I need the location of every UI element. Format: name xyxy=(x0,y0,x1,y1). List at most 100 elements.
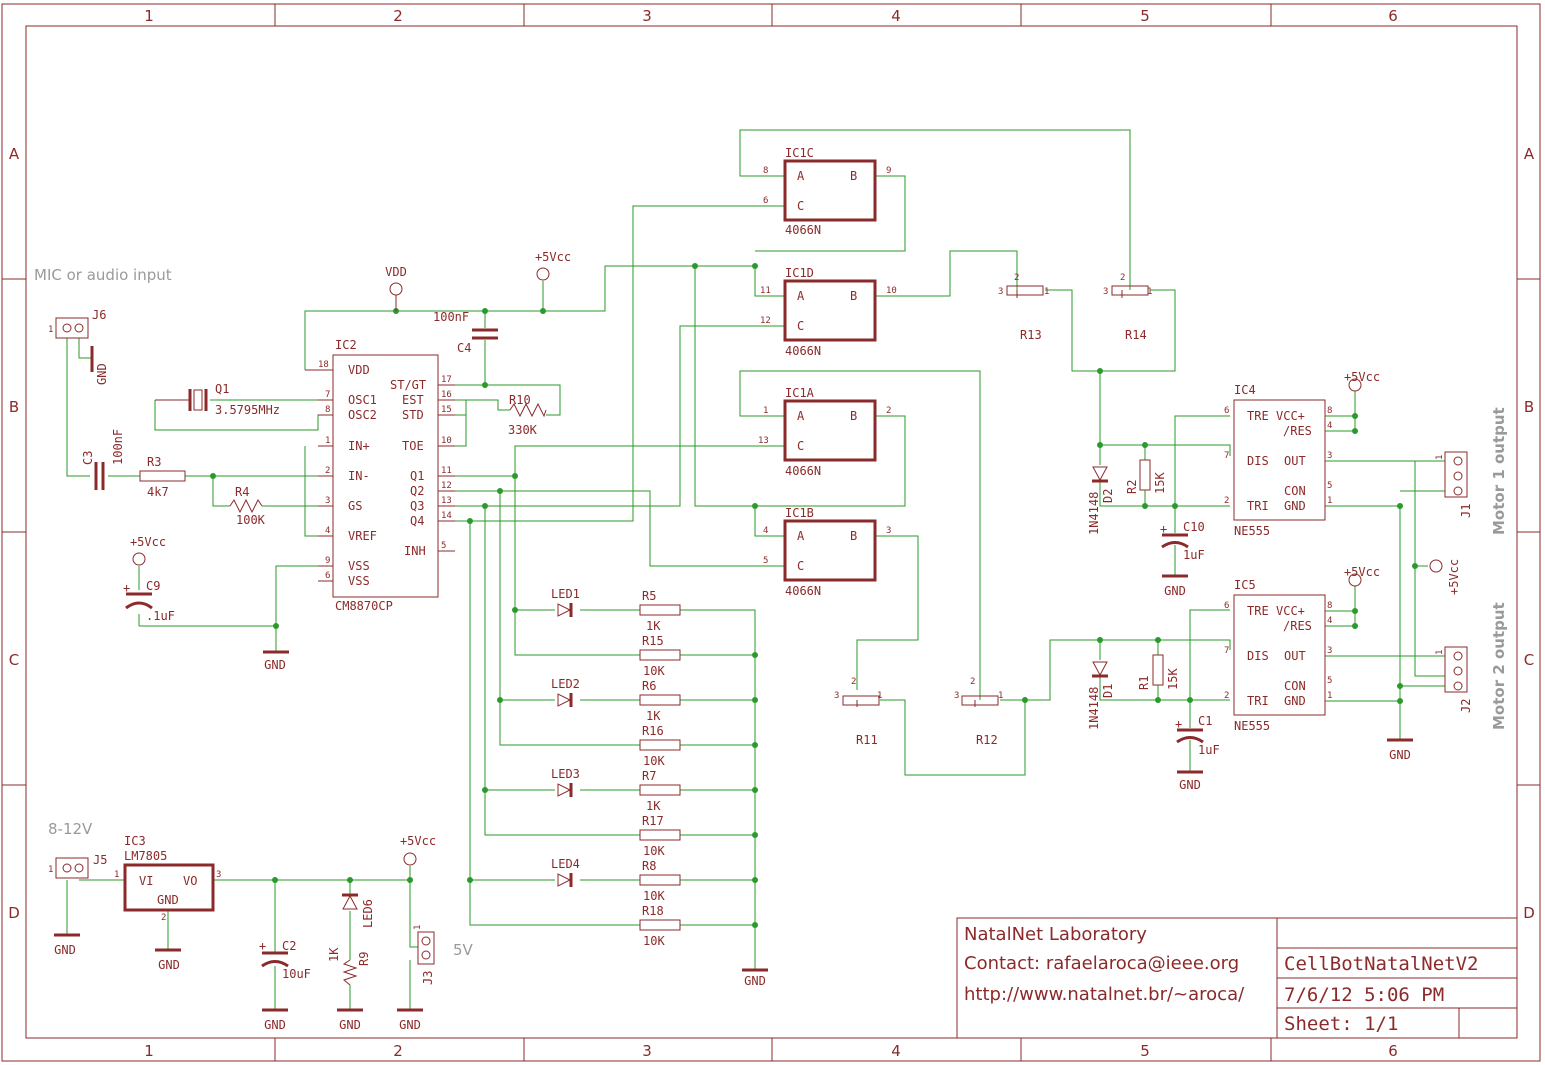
indicator-row-3: LED3 R7 1K R17 10K xyxy=(551,767,681,858)
gnd-symbol: GND xyxy=(337,1008,363,1032)
gnd-symbol: GND xyxy=(90,346,109,385)
r4-label: R4 xyxy=(235,485,249,499)
connector-j6: 1 J6 xyxy=(48,308,106,339)
pin-name: DIS xyxy=(1247,649,1269,663)
pin-number: 5 xyxy=(1327,481,1332,491)
trimmer-r13: 3 1 2 R13 xyxy=(998,273,1049,342)
pin-number: 17 xyxy=(441,375,452,385)
pin-number: 1 xyxy=(413,925,423,930)
pin-number: 8 xyxy=(763,166,768,176)
col-label: 4 xyxy=(891,7,901,25)
resistor-r4: R4 100K xyxy=(229,485,266,527)
pin-name: TRI xyxy=(1247,694,1269,708)
connector-j2: 1 J2 xyxy=(1435,646,1473,713)
pin-name: IN+ xyxy=(348,439,370,453)
row-label: C xyxy=(1524,651,1534,669)
capacitor-c1: + C1 1uF xyxy=(1175,714,1220,757)
gate-pin-name: A xyxy=(797,169,805,183)
pin-number: 3 xyxy=(1327,451,1332,461)
pin-number: 14 xyxy=(441,511,452,521)
gate-pin-name: C xyxy=(797,199,804,213)
pin-number: 9 xyxy=(886,166,891,176)
col-label: 1 xyxy=(144,1042,154,1060)
diode-value: 1N4148 xyxy=(1087,492,1101,535)
j5-label: J5 xyxy=(93,853,107,867)
pin-number: 2 xyxy=(970,677,975,687)
switch-ic1d: IC1D 4066N A B C 11 12 10 xyxy=(760,266,897,358)
plus-sign: + xyxy=(259,939,266,953)
pin-number: 8 xyxy=(325,405,330,415)
pin-number: 4 xyxy=(1327,421,1332,431)
pin-number: 13 xyxy=(441,496,452,506)
gnd-symbol: GND xyxy=(263,650,289,672)
led-label: LED2 xyxy=(551,677,580,691)
trimmer-r14: 3 1 2 R14 xyxy=(1103,273,1152,342)
switch-label: IC1C xyxy=(785,146,814,160)
capacitor-c3: C3 100nF xyxy=(81,429,125,490)
trimmer-label: R13 xyxy=(1020,328,1042,342)
pin-number: 5 xyxy=(1327,676,1332,686)
c1-label: C1 xyxy=(1198,714,1212,728)
gnd-label: GND xyxy=(1179,778,1201,792)
gate-pin-name: C xyxy=(797,559,804,573)
resistor-value: 1K xyxy=(646,709,661,723)
pin-number: 8 xyxy=(1327,601,1332,611)
pin-name: STD xyxy=(402,408,424,422)
pin-number: 1 xyxy=(763,406,768,416)
plus-sign: + xyxy=(1175,717,1182,731)
pin-number: 11 xyxy=(760,286,771,296)
c4-value: 100nF xyxy=(433,310,469,324)
switch-part: 4066N xyxy=(785,223,821,237)
timer-part: NE555 xyxy=(1234,719,1270,733)
col-label: 1 xyxy=(144,7,154,25)
vcc-symbol: +5Vcc xyxy=(1344,370,1380,392)
pin-name: VO xyxy=(183,874,197,888)
regulator-label: IC3 xyxy=(124,834,146,848)
led-label: LED3 xyxy=(551,767,580,781)
pin-name: VCC+ xyxy=(1276,604,1305,618)
row-label: C xyxy=(9,651,19,669)
gnd-symbol: GND xyxy=(1387,738,1413,762)
pin-name: VSS xyxy=(348,574,370,588)
pin-number: 13 xyxy=(758,436,769,446)
pin-number: 4 xyxy=(325,526,330,536)
gnd-symbol: GND xyxy=(397,1008,423,1032)
col-label: 5 xyxy=(1140,1042,1150,1060)
resistor-label: R18 xyxy=(642,904,664,918)
frame-labels: 1 2 3 4 5 6 1 2 3 4 5 6 A B C D A B C D xyxy=(8,7,1535,1060)
gate-pin-name: A xyxy=(797,529,805,543)
r10-value: 330K xyxy=(508,423,538,437)
gnd-label: GND xyxy=(1164,584,1186,598)
r3-label: R3 xyxy=(147,455,161,469)
pin-name: GS xyxy=(348,499,362,513)
lab-url: http://www.natalnet.br/~aroca/ xyxy=(964,984,1245,1005)
power-input-label: 8-12V xyxy=(48,820,93,838)
dtmf-decoder-ic2: IC2 CM8870CP 18 VDD 7 OSC1 8 OSC2 1 IN+ … xyxy=(305,338,455,613)
design-name: CellBotNatalNetV2 xyxy=(1284,953,1478,975)
pin-name: OSC1 xyxy=(348,393,377,407)
pin-name: GND xyxy=(1284,499,1306,513)
resistor-value: 10K xyxy=(643,754,665,768)
pin-number: 2 xyxy=(161,913,166,923)
switch-label: IC1A xyxy=(785,386,815,400)
pin-number: 3 xyxy=(954,691,959,701)
switch-ic1a: IC1A 4066N A B C 1 13 2 xyxy=(758,386,891,478)
pin-number: 1 xyxy=(1435,650,1445,655)
trimmer-r11: 3 1 2 R11 xyxy=(834,677,882,747)
timer-part: NE555 xyxy=(1234,524,1270,538)
j2-label: J2 xyxy=(1459,699,1473,713)
vcc-symbol: +5Vcc xyxy=(400,834,436,866)
pin-name: DIS xyxy=(1247,454,1269,468)
vcc-symbol: +5Vcc xyxy=(1429,559,1461,595)
diode-label: D1 xyxy=(1101,684,1115,698)
col-label: 2 xyxy=(393,1042,403,1060)
pin-number: 12 xyxy=(760,316,771,326)
motor1-label: Motor 1 output xyxy=(1490,407,1508,535)
pin-number: 1 xyxy=(48,865,53,875)
gnd-symbol: GND xyxy=(742,968,768,988)
lab-name: NatalNet Laboratory xyxy=(964,924,1147,945)
pin-name: INH xyxy=(404,544,426,558)
switch-ic1c: IC1C 4066N A B C 8 6 9 xyxy=(763,146,891,237)
pin-number: 1 xyxy=(48,325,53,335)
